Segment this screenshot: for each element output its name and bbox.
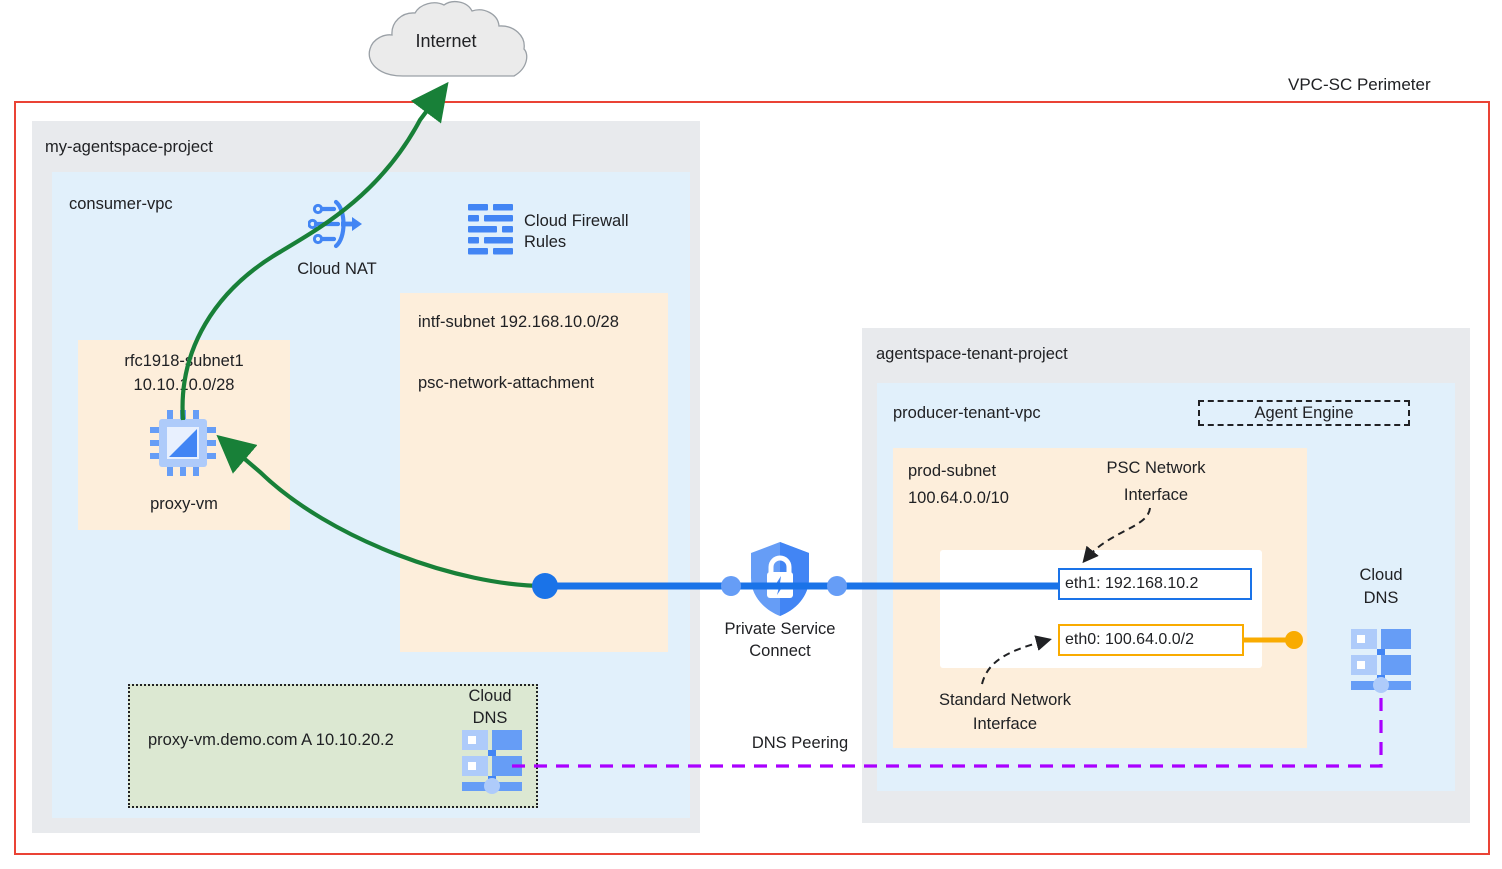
psc-network-attachment-label: psc-network-attachment bbox=[418, 374, 595, 392]
rfc1918-subnet-name: rfc1918-subnet1 bbox=[124, 352, 244, 370]
vpc-sc-perimeter-box bbox=[14, 101, 1490, 855]
vpc-sc-perimeter-label: VPC-SC Perimeter bbox=[1288, 75, 1431, 94]
nic-eth0-box[interactable]: eth0: 100.64.0.0/2 bbox=[1058, 624, 1244, 656]
dns-a-record: proxy-vm.demo.com A 10.10.20.2 bbox=[148, 731, 394, 749]
nic-eth1-box[interactable]: eth1: 192.168.10.2 bbox=[1058, 568, 1252, 600]
std-nic-annotation-line2: Interface bbox=[972, 715, 1038, 733]
consumer-project-label: my-agentspace-project bbox=[45, 138, 213, 156]
consumer-cloud-dns-label-line1: Cloud bbox=[468, 687, 512, 705]
psc-label-line2: Connect bbox=[749, 642, 811, 660]
tenant-project-label: agentspace-tenant-project bbox=[876, 345, 1068, 363]
intf-subnet-cidr-label: intf-subnet 192.168.10.0/28 bbox=[418, 313, 619, 331]
psc-nic-annotation-line2: Interface bbox=[1123, 486, 1189, 504]
dns-peering-label: DNS Peering bbox=[751, 734, 849, 752]
internet-label: Internet bbox=[415, 31, 477, 51]
intf-subnet-box bbox=[400, 293, 668, 652]
consumer-vpc-label: consumer-vpc bbox=[69, 195, 173, 213]
cloud-nat-label: Cloud NAT bbox=[297, 260, 377, 278]
rfc1918-subnet-cidr: 10.10.10.0/28 bbox=[133, 376, 235, 394]
psc-nic-annotation-line1: PSC Network bbox=[1106, 459, 1206, 477]
consumer-cloud-dns-label-line2: DNS bbox=[472, 709, 508, 727]
proxy-vm-label: proxy-vm bbox=[150, 495, 218, 513]
psc-label-line1: Private Service bbox=[724, 620, 836, 638]
prod-subnet-cidr: 100.64.0.0/10 bbox=[908, 489, 1009, 507]
std-nic-annotation-line1: Standard Network bbox=[938, 691, 1072, 709]
tenant-cloud-dns-label-line2: DNS bbox=[1363, 589, 1399, 607]
tenant-cloud-dns-label-line1: Cloud bbox=[1359, 566, 1403, 584]
prod-subnet-name: prod-subnet bbox=[908, 462, 997, 480]
producer-tenant-vpc-label: producer-tenant-vpc bbox=[893, 404, 1041, 422]
firewall-label: Cloud Firewall Rules bbox=[524, 212, 629, 252]
agent-engine-box: Agent Engine bbox=[1198, 400, 1410, 426]
